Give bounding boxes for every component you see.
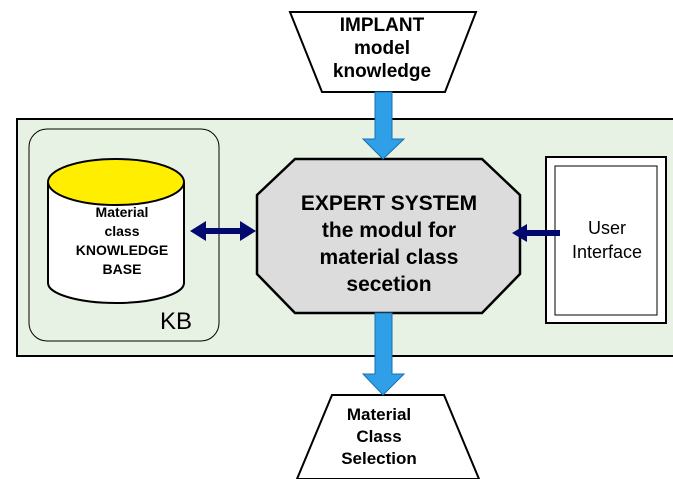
arrow-ui-to-expert	[512, 224, 560, 242]
ui-line-2: Interface	[571, 242, 643, 262]
output-line-1: Material	[346, 405, 412, 424]
db-line-3: KNOWLEDGE	[75, 242, 169, 258]
knowledge-base-label: Material class KNOWLEDGE BASE	[52, 203, 192, 279]
expert-line-3: material class	[319, 246, 459, 269]
arrow-kb-expert-bidirectional	[190, 221, 256, 241]
user-interface-label: User Interface	[557, 216, 657, 264]
output-line-3: Selection	[341, 449, 417, 468]
output-line-2: Class	[356, 427, 402, 446]
implant-line-3: knowledge	[332, 61, 432, 82]
user-interface-inner	[554, 165, 658, 316]
implant-input-label: IMPLANT model knowledge	[300, 14, 464, 83]
expert-line-4: secetion	[346, 273, 432, 296]
db-line-4: BASE	[102, 261, 142, 277]
expert-line-2: the modul for	[321, 219, 457, 242]
implant-input-trapezoid	[288, 11, 478, 93]
kb-tag: KB	[160, 308, 193, 335]
db-line-2: class	[104, 223, 140, 239]
knowledge-base-cylinder	[47, 158, 185, 304]
ui-line-1: User	[587, 218, 626, 238]
arrow-input-to-expert	[361, 91, 406, 160]
expert-system-box	[255, 157, 522, 315]
expert-system-label: EXPERT SYSTEM the modul for material cla…	[255, 190, 523, 298]
cylinder-top	[47, 158, 185, 206]
implant-line-1: IMPLANT	[339, 15, 425, 36]
implant-line-2: model	[354, 38, 410, 59]
expert-line-1: EXPERT SYSTEM	[300, 192, 478, 215]
output-trapezoid	[295, 394, 481, 479]
db-line-1: Material	[95, 204, 149, 220]
output-label: Material Class Selection	[324, 404, 434, 470]
arrow-expert-to-output	[361, 312, 406, 396]
